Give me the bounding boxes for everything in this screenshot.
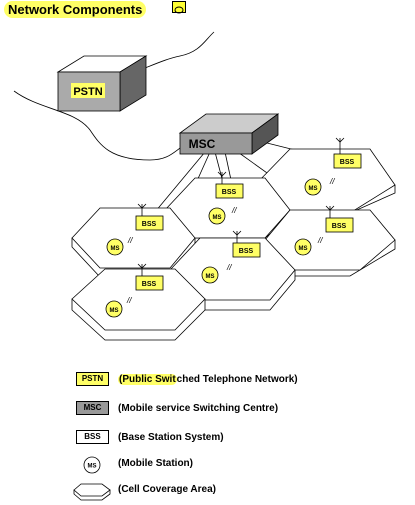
- note-icon-glyph: [174, 6, 184, 14]
- legend-label-cell: (Cell Coverage Area): [118, 484, 216, 495]
- svg-text:BSS: BSS: [239, 248, 254, 255]
- bss-2: BSS: [215, 171, 244, 199]
- legend-swatch-msc: MSC: [76, 401, 109, 415]
- legend-swatch-cell-hexagon: [73, 483, 111, 501]
- svg-text://: //: [127, 236, 133, 245]
- svg-text:BSS: BSS: [332, 223, 347, 230]
- svg-text:MS: MS: [206, 274, 215, 280]
- ms-6: MS //: [105, 296, 132, 318]
- legend-label-ms: (Mobile Station): [118, 458, 193, 469]
- svg-text:BSS: BSS: [340, 159, 355, 166]
- svg-text://: //: [231, 206, 237, 215]
- ms-5: MS //: [201, 263, 232, 284]
- svg-text:MS: MS: [309, 186, 318, 192]
- legend-row-cell: (Cell Coverage Area): [0, 482, 415, 502]
- bss-6: BSS: [135, 263, 164, 291]
- network-diagram: PSTN: [13, 31, 396, 341]
- svg-text:MS: MS: [213, 215, 222, 221]
- note-icon[interactable]: [172, 1, 186, 14]
- cell-bottom-left: [71, 268, 206, 341]
- msc-block: MSC: [178, 113, 280, 155]
- legend-row-bss: BSS (Base Station System): [0, 430, 415, 450]
- svg-text:BSS: BSS: [142, 221, 157, 228]
- svg-text:MS: MS: [88, 464, 97, 470]
- svg-text:MS: MS: [299, 246, 308, 252]
- legend-swatch-pstn: PSTN: [76, 372, 109, 386]
- svg-text:BSS: BSS: [222, 189, 237, 196]
- pstn-label: PSTN: [73, 86, 102, 98]
- cell-left: [71, 207, 196, 278]
- legend-row-pstn: PSTN (Public Switched Telephone Network): [0, 372, 415, 392]
- svg-text://: //: [317, 236, 323, 245]
- svg-text://: //: [126, 296, 132, 305]
- mobile-stations: MS // MS // MS // MS // MS //: [105, 177, 335, 318]
- pstn-cable: [13, 90, 186, 161]
- legend-swatch-bss: BSS: [76, 430, 109, 444]
- page-title: Network Components: [4, 1, 147, 18]
- bss-3: BSS: [325, 205, 354, 233]
- svg-text:MS: MS: [111, 246, 120, 252]
- svg-text://: //: [329, 177, 335, 186]
- msc-label: MSC: [189, 137, 216, 151]
- bss-1: BSS: [333, 137, 362, 169]
- legend-label-pstn: (Public Switched Telephone Network): [118, 374, 298, 385]
- svg-text://: //: [226, 263, 232, 272]
- ms-1: MS //: [304, 177, 335, 196]
- bss-stations: BSS BSS BSS BSS: [135, 137, 362, 291]
- legend-row-ms: MS (Mobile Station): [0, 456, 415, 476]
- cell-middle-top: [164, 177, 291, 239]
- legend-row-msc: MSC (Mobile service Switching Centre): [0, 401, 415, 421]
- ms-2: MS //: [208, 206, 237, 225]
- legend-label-bss: (Base Station System): [118, 432, 224, 443]
- ms-4: MS //: [294, 236, 323, 256]
- legend-label-msc: (Mobile service Switching Centre): [118, 403, 279, 414]
- svg-text:BSS: BSS: [142, 281, 157, 288]
- legend-swatch-ms: MS: [83, 456, 101, 474]
- svg-text:MS: MS: [110, 308, 119, 314]
- ms-3: MS //: [106, 236, 133, 256]
- pstn-block: PSTN: [56, 55, 148, 112]
- bss-5: BSS: [232, 230, 261, 258]
- bss-4: BSS: [135, 203, 164, 231]
